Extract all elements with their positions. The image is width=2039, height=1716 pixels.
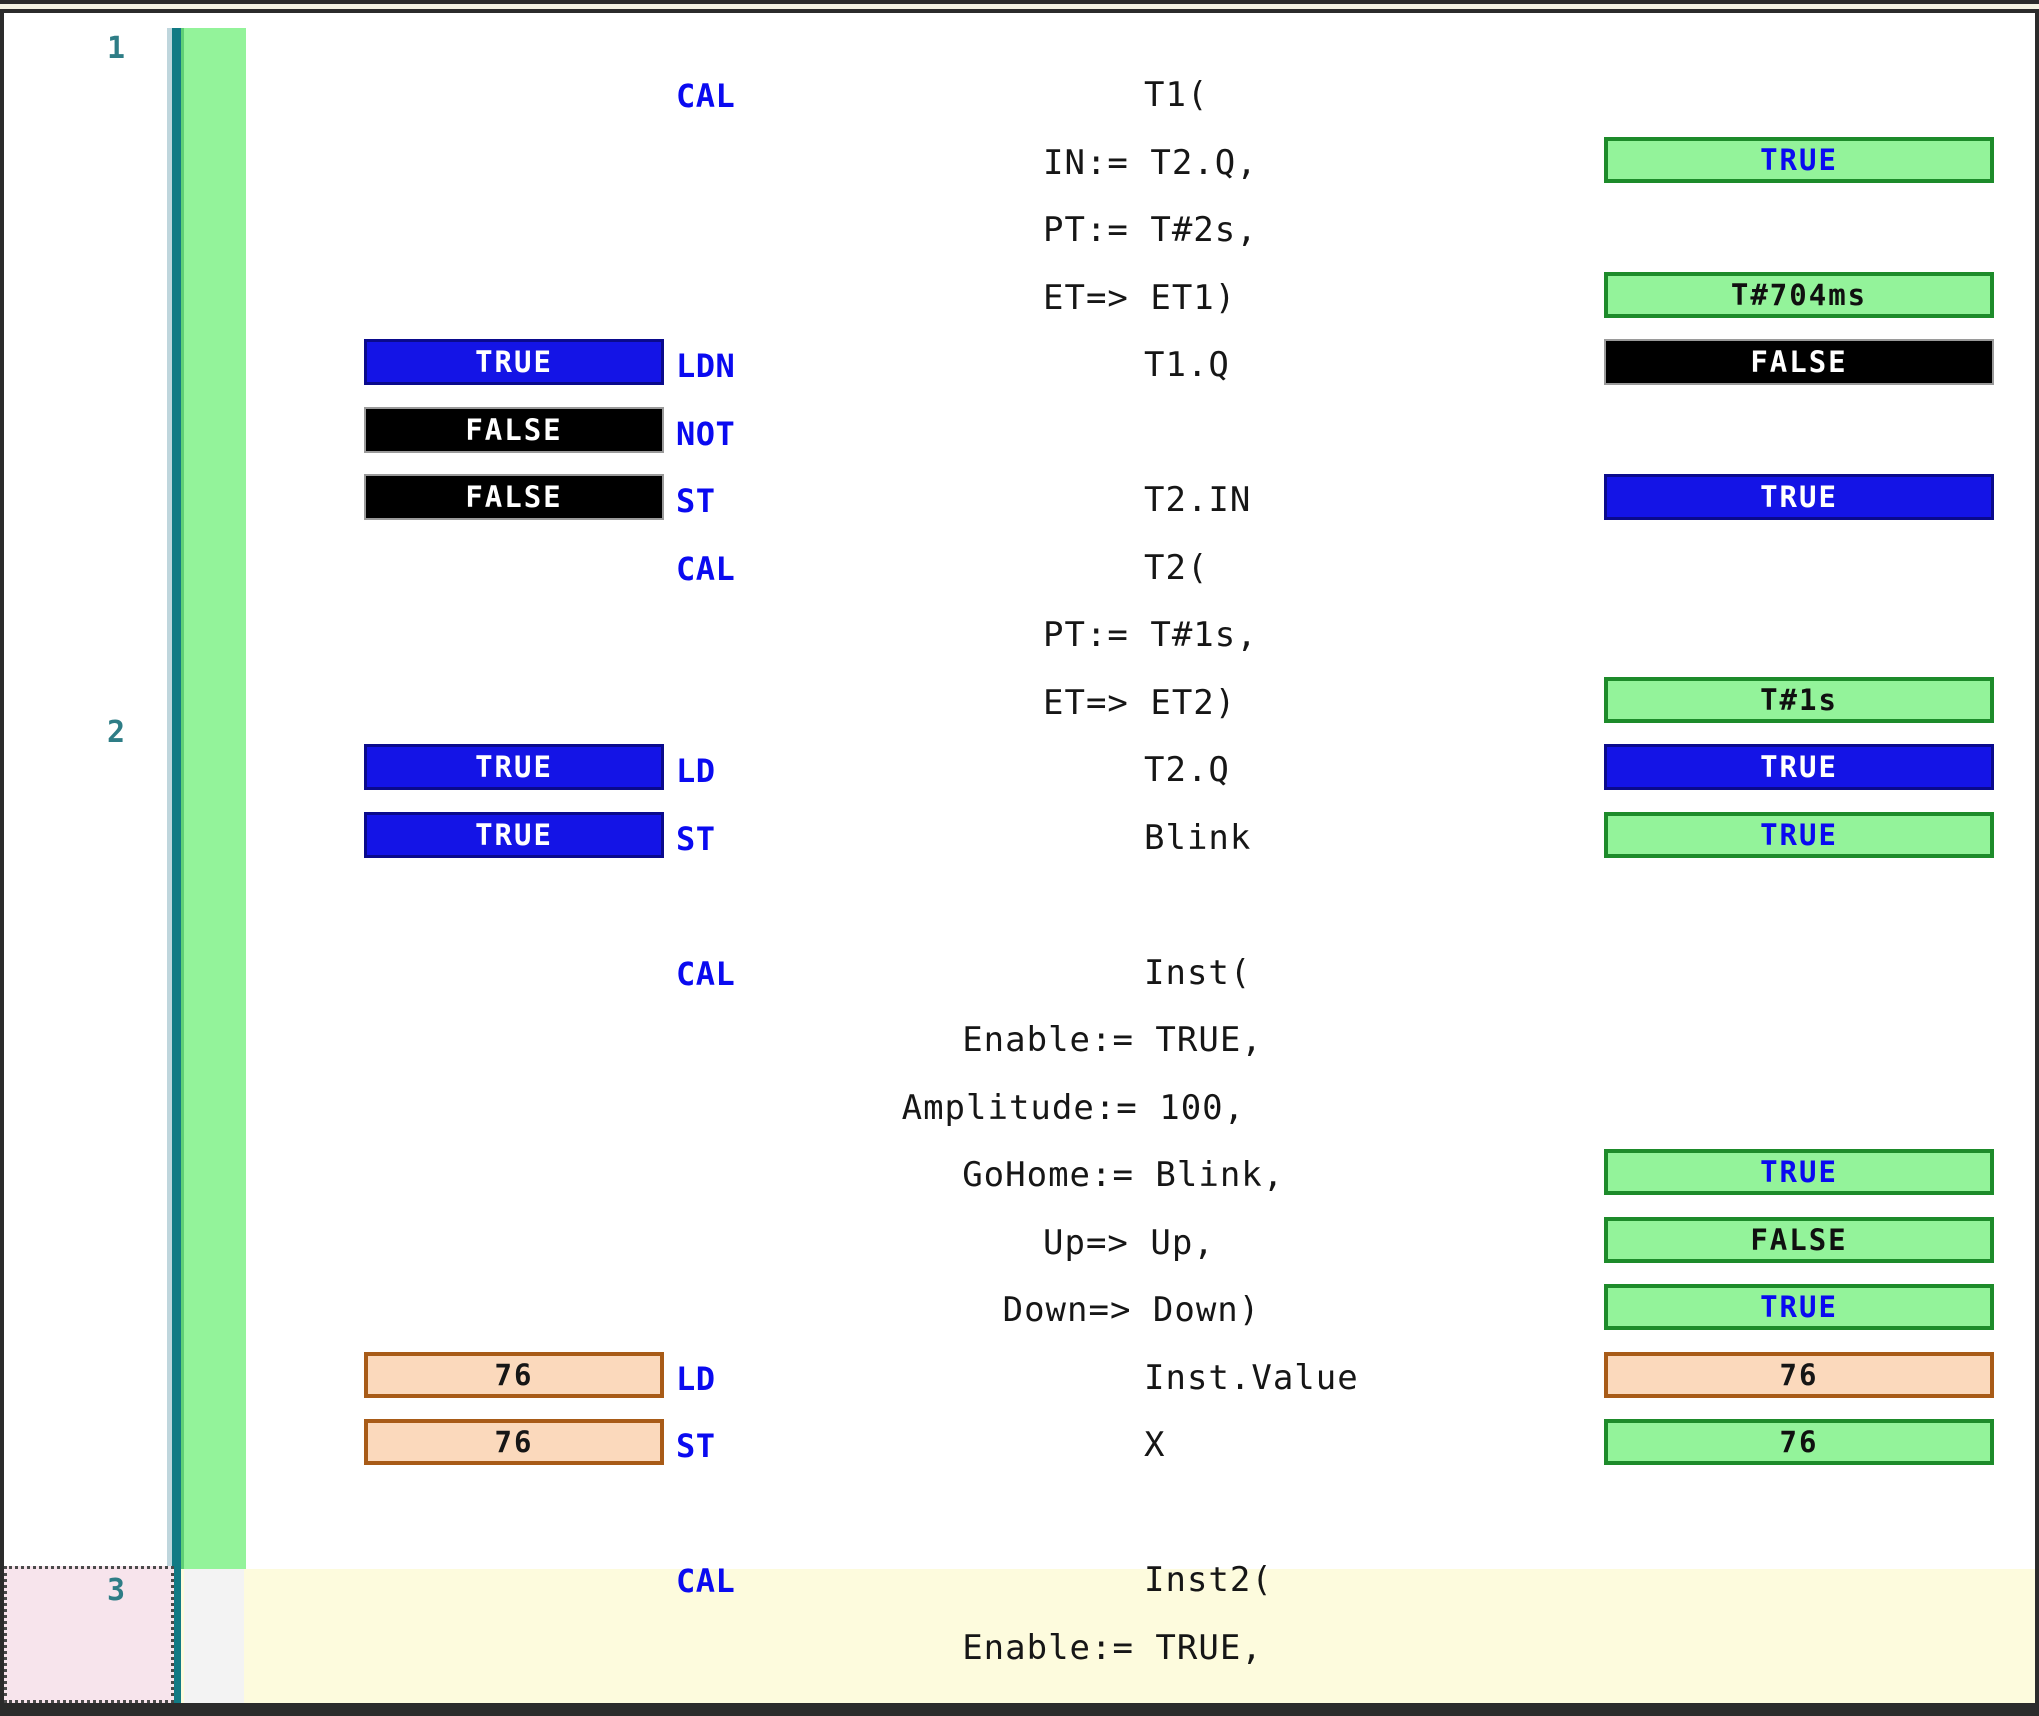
- il-operand[interactable]: PT:= T#2s,: [1043, 210, 1258, 250]
- network-number-3[interactable]: 3: [106, 1573, 125, 1608]
- il-operand[interactable]: Down=> Down): [1002, 1290, 1261, 1330]
- code-canvas[interactable]: 1 2 3 CAL T1( IN:= T2.Q, TRUE PT:= T#2s, ET=>…: [4, 13, 2035, 1703]
- window-frame-top-3: [0, 9, 2039, 13]
- right-value-box[interactable]: TRUE: [1604, 744, 1994, 790]
- il-operand[interactable]: Blink: [1144, 817, 1252, 858]
- il-operator[interactable]: LDN: [676, 347, 736, 385]
- il-operand[interactable]: Enable:= TRUE,: [962, 1020, 1263, 1060]
- network-marker-halo: [167, 28, 172, 1703]
- il-operand[interactable]: IN:= T2.Q,: [1043, 142, 1258, 183]
- network-marker-line[interactable]: [172, 28, 181, 1703]
- active-network-bar-edge: [181, 28, 184, 1569]
- il-operand[interactable]: T2(: [1144, 547, 1209, 588]
- network-3-gutter-band: [184, 1569, 244, 1703]
- il-operand[interactable]: ET=> ET1): [1043, 277, 1237, 318]
- il-operand[interactable]: ET=> ET2): [1043, 682, 1237, 723]
- left-value-box[interactable]: FALSE: [364, 474, 664, 520]
- il-operand[interactable]: Inst2(: [1144, 1560, 1273, 1600]
- right-value-box[interactable]: 76: [1604, 1419, 1994, 1465]
- il-operand[interactable]: Enable:= TRUE,: [962, 1627, 1263, 1668]
- left-value-box[interactable]: TRUE: [364, 744, 664, 790]
- il-operator[interactable]: ST: [676, 482, 716, 520]
- il-operand[interactable]: X: [1144, 1425, 1166, 1465]
- window-frame-bottom: [0, 1703, 2039, 1716]
- il-operand[interactable]: T1(: [1144, 75, 1209, 115]
- il-operator[interactable]: NOT: [676, 414, 736, 453]
- il-operator[interactable]: CAL: [676, 954, 736, 993]
- selected-network-row-cell[interactable]: [4, 1566, 174, 1703]
- window-frame-top: [0, 0, 2039, 4]
- il-operand[interactable]: GoHome:= Blink,: [962, 1155, 1285, 1195]
- right-value-box[interactable]: TRUE: [1604, 1149, 1994, 1195]
- right-value-box[interactable]: TRUE: [1604, 136, 1994, 183]
- network-number-2[interactable]: 2: [106, 715, 125, 750]
- left-value-box[interactable]: 76: [364, 1351, 664, 1398]
- il-operator[interactable]: ST: [676, 1427, 716, 1465]
- il-operator[interactable]: LD: [676, 1359, 716, 1398]
- il-operand[interactable]: Inst.Value: [1144, 1357, 1359, 1398]
- window-frame-right: [2035, 13, 2039, 1703]
- il-operand[interactable]: T1.Q: [1144, 345, 1230, 385]
- left-value-box[interactable]: 76: [364, 1419, 664, 1465]
- il-operator[interactable]: CAL: [676, 1562, 736, 1600]
- il-operator[interactable]: CAL: [676, 549, 736, 588]
- right-value-box[interactable]: TRUE: [1604, 811, 1994, 858]
- il-operand[interactable]: Inst(: [1144, 952, 1252, 993]
- right-value-box[interactable]: FALSE: [1604, 1216, 1994, 1263]
- right-value-box[interactable]: 76: [1604, 1351, 1994, 1398]
- il-operator[interactable]: LD: [676, 752, 716, 790]
- right-value-box[interactable]: T#1s: [1604, 676, 1994, 723]
- left-value-box[interactable]: TRUE: [364, 811, 664, 858]
- il-operand[interactable]: T2.Q: [1144, 750, 1230, 790]
- left-value-box[interactable]: TRUE: [364, 339, 664, 385]
- right-value-box[interactable]: FALSE: [1604, 339, 1994, 385]
- right-value-box[interactable]: T#704ms: [1604, 271, 1994, 318]
- il-operand[interactable]: Amplitude:= 100,: [901, 1087, 1246, 1128]
- left-value-box[interactable]: FALSE: [364, 406, 664, 453]
- il-operator[interactable]: CAL: [676, 77, 736, 115]
- il-operator[interactable]: ST: [676, 819, 716, 858]
- il-operand[interactable]: T2.IN: [1144, 480, 1252, 520]
- il-operand[interactable]: PT:= T#1s,: [1043, 615, 1258, 655]
- il-operand[interactable]: Up=> Up,: [1043, 1222, 1215, 1263]
- network-3-highlight-band: [179, 1569, 2035, 1703]
- window-frame-top-2: [0, 4, 2039, 9]
- network-number-1[interactable]: 1: [106, 31, 125, 66]
- right-value-box[interactable]: TRUE: [1604, 1284, 1994, 1330]
- right-value-box[interactable]: TRUE: [1604, 474, 1994, 520]
- window-frame-left: [0, 13, 4, 1703]
- active-network-bar: [184, 28, 246, 1569]
